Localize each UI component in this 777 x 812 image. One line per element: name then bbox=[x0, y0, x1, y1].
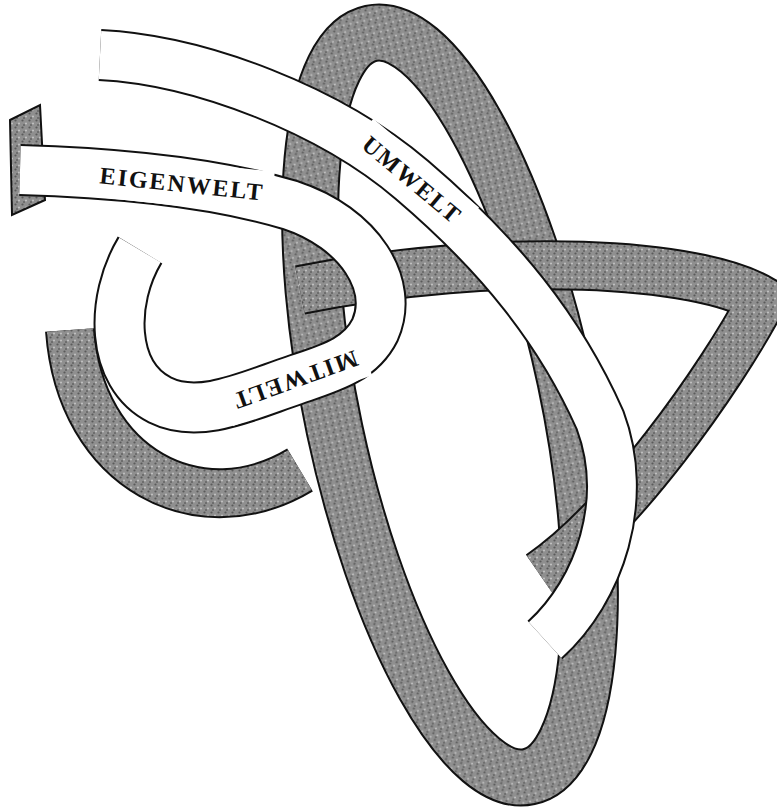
ribbon-band: EIGENWELT bbox=[89, 153, 275, 216]
ribbon-label: EIGENWELT bbox=[98, 162, 265, 206]
white-ribbon bbox=[100, 55, 612, 640]
